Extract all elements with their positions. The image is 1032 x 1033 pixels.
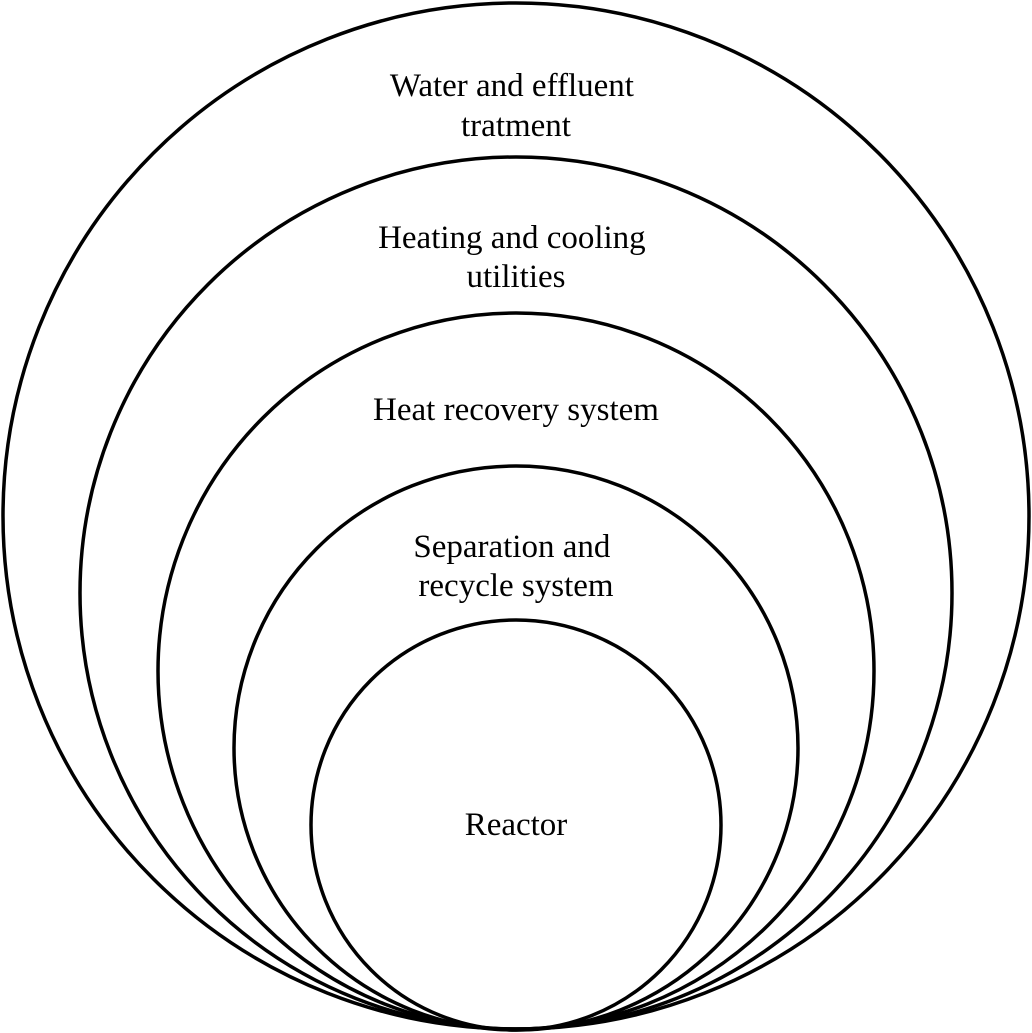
layer-label-heating-cooling-utilities: Heating and cooling utilities	[378, 220, 654, 295]
layer-label-separation-recycle-system: Separation and recycle system	[413, 529, 618, 604]
layer-label-line: recycle system	[418, 568, 613, 604]
layer-label-line: Reactor	[465, 807, 568, 843]
layer-label-line: Heat recovery system	[373, 392, 659, 428]
layer-label-reactor: Reactor	[465, 807, 568, 843]
layer-ring-reactor	[309, 618, 723, 1032]
layer-separation-recycle-system: Separation and recycle system	[232, 464, 800, 1032]
layer-label-line: tratment	[461, 108, 571, 144]
layer-label-water-effluent-treatment: Water and effluent tratment	[390, 68, 642, 144]
layer-label-line: Separation and	[413, 529, 611, 565]
layer-heat-recovery-system: Heat recovery system	[156, 311, 876, 1031]
layer-reactor: Reactor	[309, 618, 723, 1032]
layer-label-line: Heating and cooling	[378, 220, 646, 256]
layer-label-line: Water and effluent	[390, 68, 634, 104]
layer-label-heat-recovery-system: Heat recovery system	[373, 392, 659, 428]
layer-label-line: utilities	[467, 259, 566, 295]
